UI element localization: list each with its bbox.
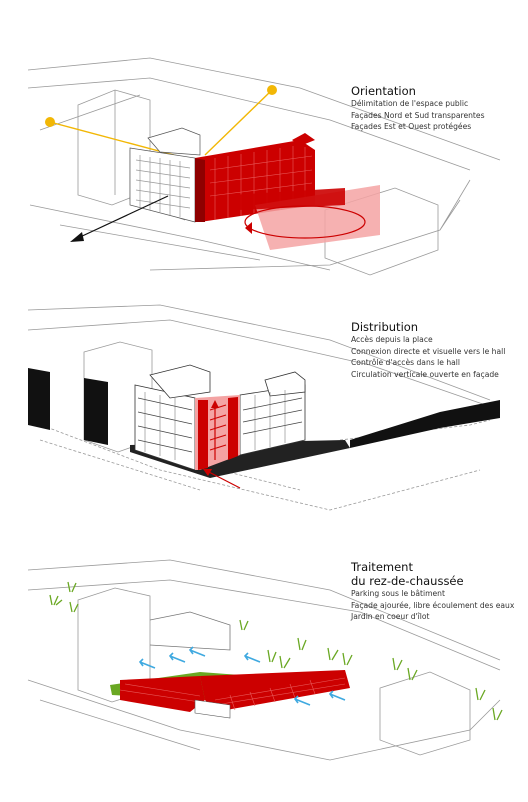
plant-icon (297, 637, 307, 651)
caption-line: Accès depuis la place (351, 335, 433, 344)
panel-title: Orientation (351, 84, 416, 98)
plant-icon (392, 657, 403, 671)
public-space-plaza (230, 185, 380, 250)
blue-arrow-icon (243, 652, 261, 663)
plant-icon (49, 594, 63, 606)
arrow-head-icon (203, 469, 212, 476)
panel-title: Distribution (351, 320, 419, 334)
context-lines (27, 559, 501, 671)
water-flow-arrows (138, 646, 346, 706)
transparent-facade-block (129, 127, 201, 223)
plant-icon (475, 687, 486, 701)
caption-distribution: Distribution Accès depuis la place Conne… (351, 320, 523, 380)
arrow-head-icon (70, 232, 84, 242)
vertical-circulation (195, 395, 241, 489)
caption-line: Connexion directe et visuelle vers le ha… (351, 346, 506, 356)
neighbour-building (324, 187, 439, 276)
panel-title: du rez-de-chaussée (351, 574, 464, 588)
orientation-arrow (70, 195, 169, 242)
caption-orientation: Orientation Délimitation de l'espace pub… (351, 84, 521, 133)
plant-icon (279, 655, 291, 669)
plant-icon (239, 619, 249, 631)
plant-icon (267, 649, 277, 663)
context-lines (27, 304, 501, 411)
caption-line: Façades Nord et Sud transparentes (351, 110, 485, 120)
caption-line: Contrôle d'accès dans le hall (351, 358, 461, 367)
plant-icon (67, 581, 77, 593)
garden-plants (49, 581, 503, 721)
blue-arrow-icon (188, 646, 206, 657)
sun-icon (45, 117, 55, 127)
caption-line: Jardin en coeur d'îlot (351, 612, 430, 621)
plant-icon (407, 667, 418, 681)
caption-line: Parking sous le bâtiment (351, 589, 445, 598)
arrow-head-icon (211, 400, 219, 408)
plant-icon (327, 647, 339, 661)
access-arrow (204, 469, 241, 489)
plant-icon (69, 601, 79, 613)
circulation-loop (244, 205, 366, 239)
blue-arrow-icon (168, 652, 186, 663)
caption-line: Circulation verticale ouverte en façade (351, 369, 499, 379)
caption-line: Délimitation de l'espace public (351, 99, 469, 108)
plant-icon (342, 652, 353, 666)
blue-arrow-icon (138, 658, 156, 669)
neighbour-building (379, 671, 471, 756)
context-lines (27, 57, 501, 271)
ground-floor-slabs (110, 670, 350, 719)
caption-line: Façade ajourée, libre écoulement des eau… (351, 600, 515, 610)
panel-title: Traitement (351, 560, 413, 574)
blue-arrow-icon (293, 695, 311, 706)
building-floors (134, 364, 306, 471)
plant-icon (492, 707, 503, 721)
caption-line: Façades Est et Ouest protégées (351, 122, 472, 131)
arrow-icon (245, 222, 252, 234)
caption-ground-floor: Traitement du rez-de-chaussée Parking so… (351, 560, 523, 623)
blue-arrow-icon (328, 690, 346, 701)
neighbour-building (149, 611, 231, 651)
context-lines (27, 679, 501, 761)
sun-icon (267, 85, 277, 95)
